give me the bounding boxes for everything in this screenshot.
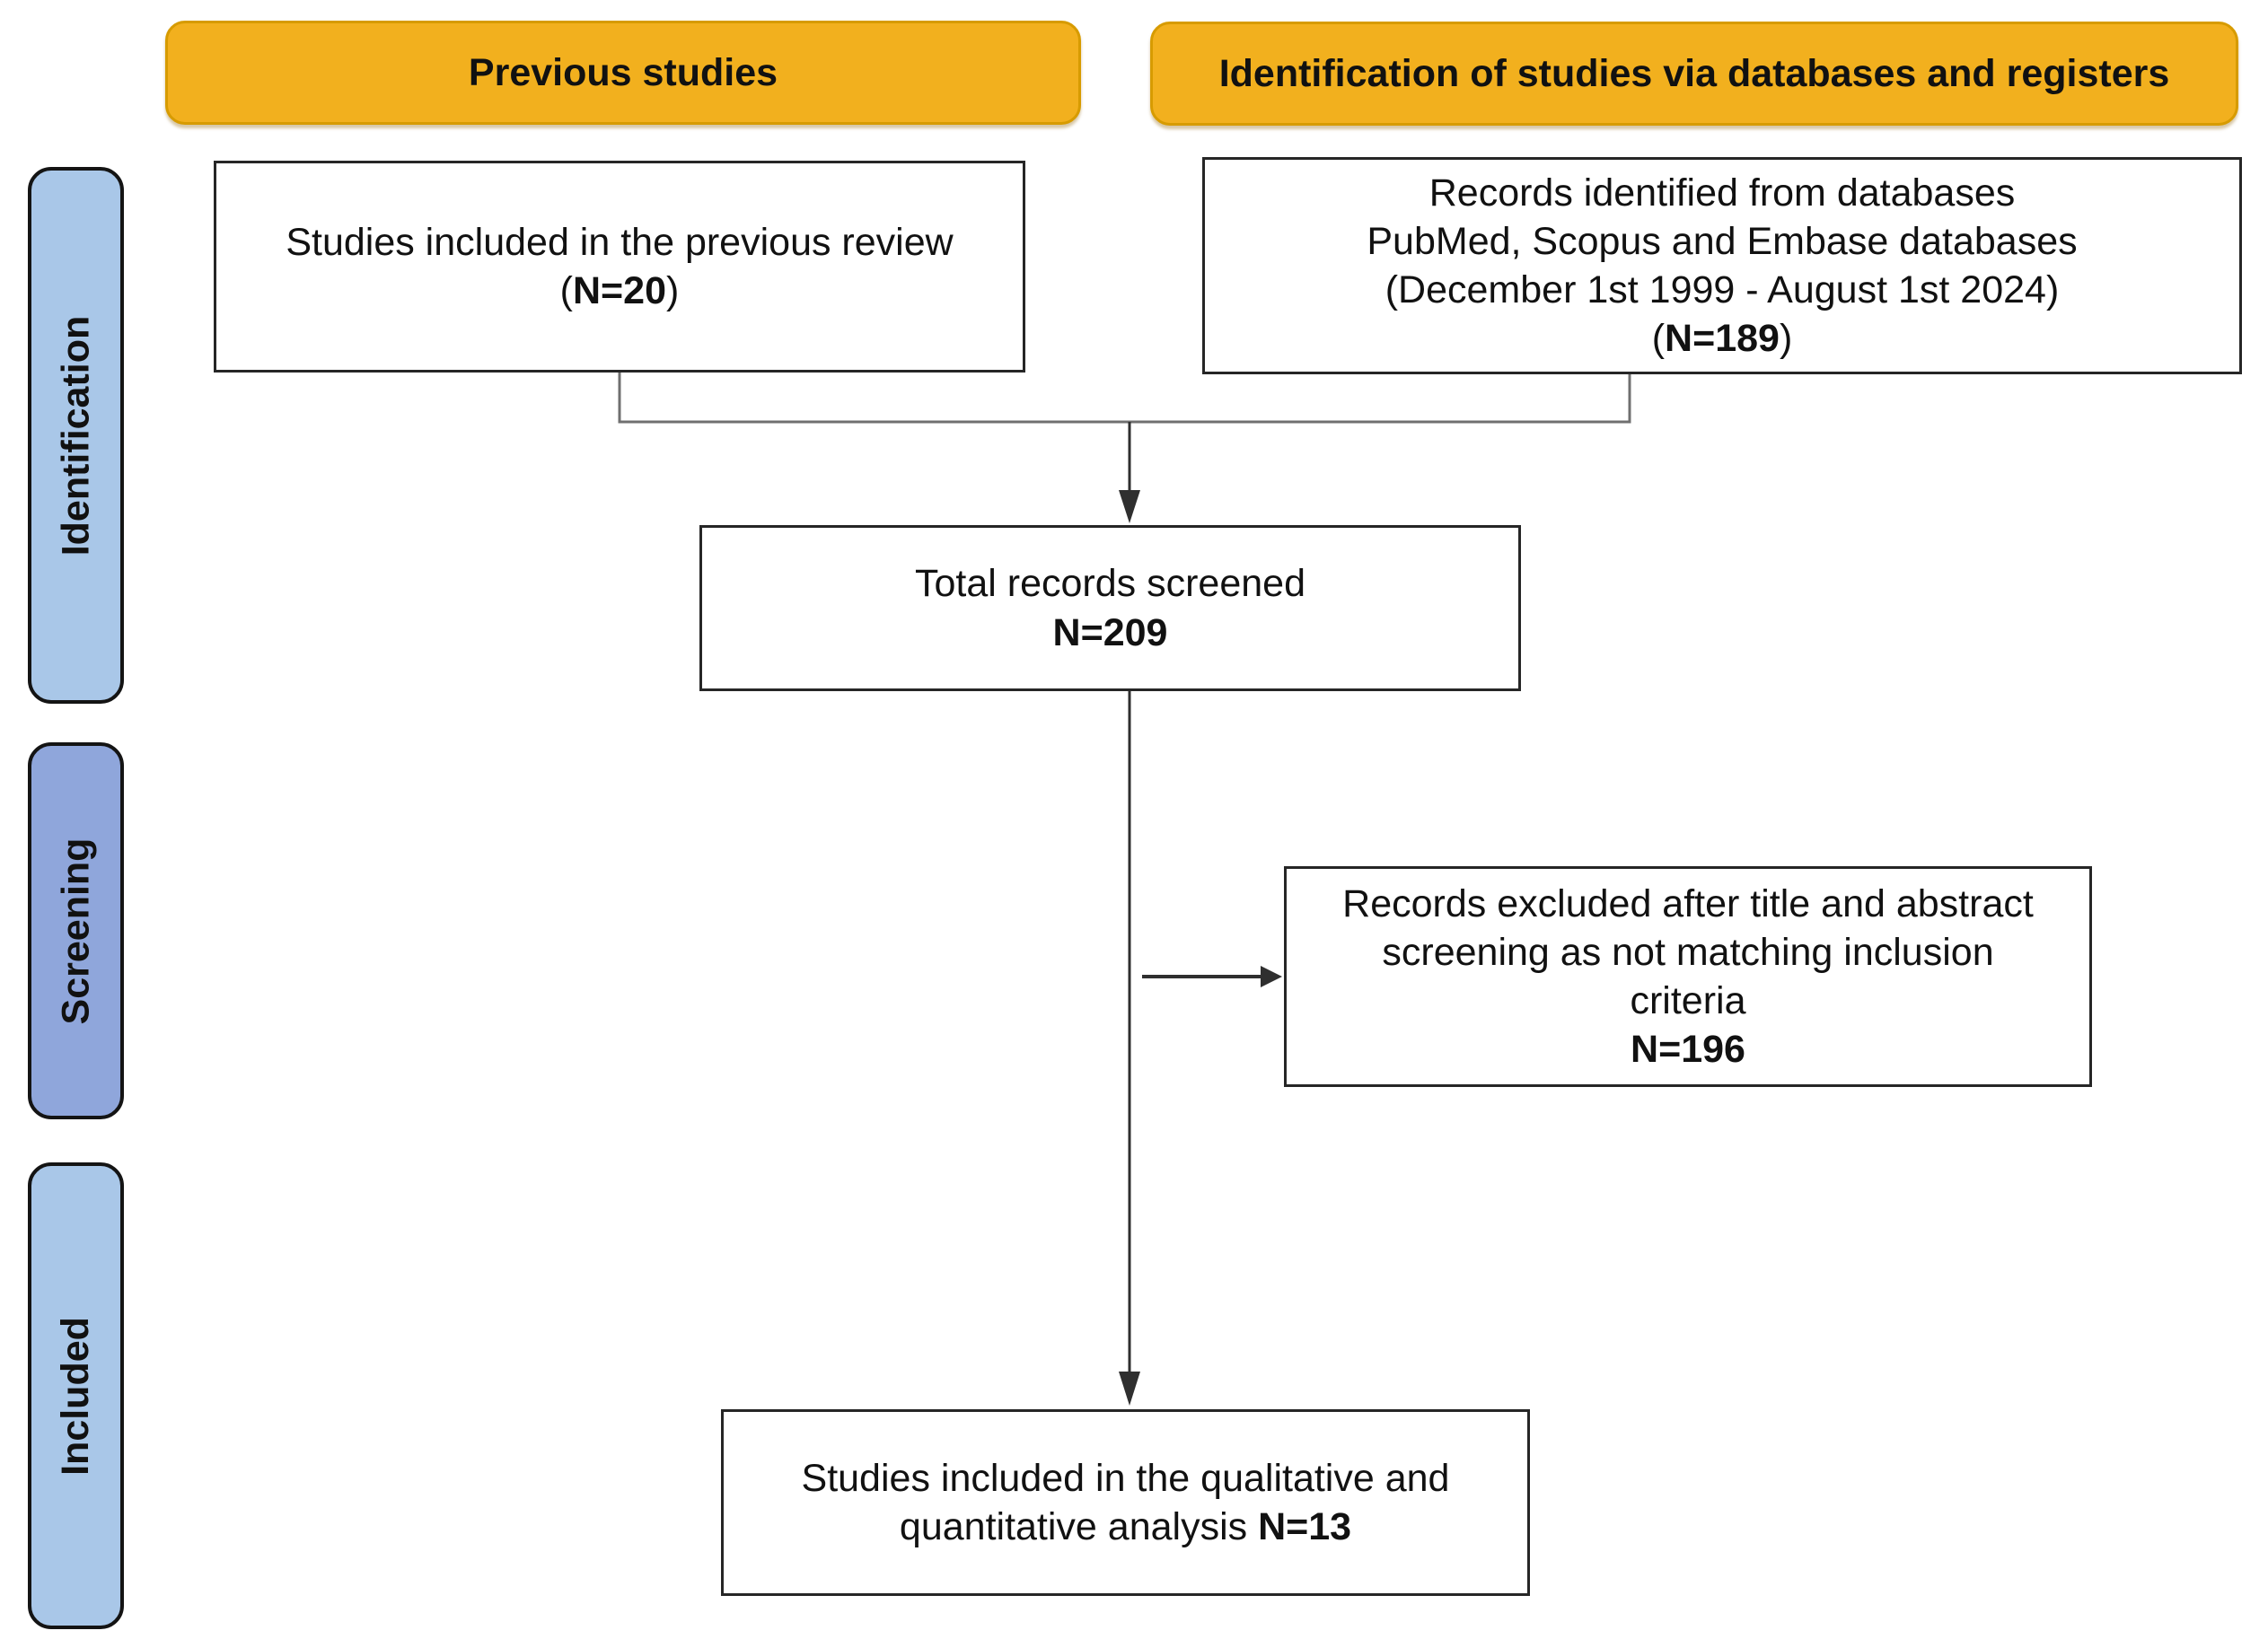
paren-close: ) — [666, 269, 680, 312]
box-records-excluded-text2: screening as not matching inclusion — [1382, 930, 1994, 974]
box-records-excluded-text1: Records excluded after title and abstrac… — [1342, 881, 2034, 925]
box-previous-review-count: (N=20) — [560, 267, 680, 315]
box-total-screened-line1: Total records screened — [915, 559, 1305, 608]
stage-identification-label: Identification — [54, 315, 97, 556]
stage-included-label: Included — [54, 1316, 98, 1476]
header-identification-databases: Identification of studies via databases … — [1150, 22, 2238, 126]
box-records-identified-text2: PubMed, Scopus and Embase databases — [1367, 219, 2078, 263]
box-included-analysis-line1: Studies included in the qualitative and — [802, 1454, 1450, 1503]
box-total-screened: Total records screened N=209 — [699, 525, 1521, 691]
arrow-to-included-analysis — [1119, 691, 1140, 1406]
box-records-identified-line2: PubMed, Scopus and Embase databases — [1367, 217, 2077, 266]
box-previous-review: Studies included in the previous review … — [214, 161, 1025, 373]
stage-identification: Identification — [28, 167, 124, 704]
paren-open: ( — [1651, 317, 1666, 361]
count-value: N=209 — [1052, 610, 1168, 654]
header-identification-databases-label: Identification of studies via databases … — [1218, 51, 2170, 95]
box-previous-review-line1: Studies included in the previous review — [286, 218, 953, 267]
paren-close: ) — [1779, 317, 1793, 361]
box-previous-review-text: Studies included in the previous review — [286, 220, 954, 264]
box-records-identified-text1: Records identified from databases — [1428, 171, 2016, 215]
box-included-analysis-text2: quantitative analysis — [899, 1505, 1259, 1548]
header-previous-studies-label: Previous studies — [468, 50, 778, 94]
box-included-analysis-line2: quantitative analysis N=13 — [900, 1503, 1351, 1551]
box-records-identified-count: (N=189) — [1652, 314, 1793, 363]
box-total-screened-count: N=209 — [1053, 609, 1168, 657]
box-records-identified-text3: (December 1st 1999 - August 1st 2024) — [1385, 268, 2060, 311]
box-records-identified-line3: (December 1st 1999 - August 1st 2024) — [1385, 266, 2060, 314]
box-records-identified-line1: Records identified from databases — [1429, 169, 2016, 217]
stage-screening-label: Screening — [54, 837, 97, 1024]
box-records-excluded-line3: criteria — [1630, 977, 1745, 1025]
count-value: N=189 — [1665, 317, 1780, 361]
box-records-excluded-line2: screening as not matching inclusion — [1382, 928, 1993, 977]
box-included-analysis: Studies included in the qualitative and … — [721, 1409, 1530, 1596]
count-value: N=196 — [1631, 1028, 1745, 1072]
arrow-to-records-excluded — [1142, 966, 1282, 987]
stage-included: Included — [28, 1162, 124, 1629]
box-included-analysis-text1: Studies included in the qualitative and — [801, 1456, 1450, 1500]
count-value: N=20 — [573, 269, 666, 312]
box-total-screened-text: Total records screened — [915, 562, 1305, 606]
box-records-excluded-line1: Records excluded after title and abstrac… — [1342, 880, 2034, 928]
box-records-excluded-text3: criteria — [1630, 979, 1746, 1022]
box-records-identified: Records identified from databases PubMed… — [1202, 157, 2242, 374]
merge-connector-line — [618, 373, 1631, 424]
paren-open: ( — [559, 269, 573, 312]
arrow-to-total-screened — [1119, 422, 1140, 523]
header-previous-studies: Previous studies — [165, 21, 1081, 125]
box-records-excluded-count: N=196 — [1631, 1025, 1745, 1074]
box-records-excluded: Records excluded after title and abstrac… — [1284, 866, 2092, 1087]
stage-screening: Screening — [28, 742, 124, 1119]
count-value: N=13 — [1258, 1505, 1352, 1548]
